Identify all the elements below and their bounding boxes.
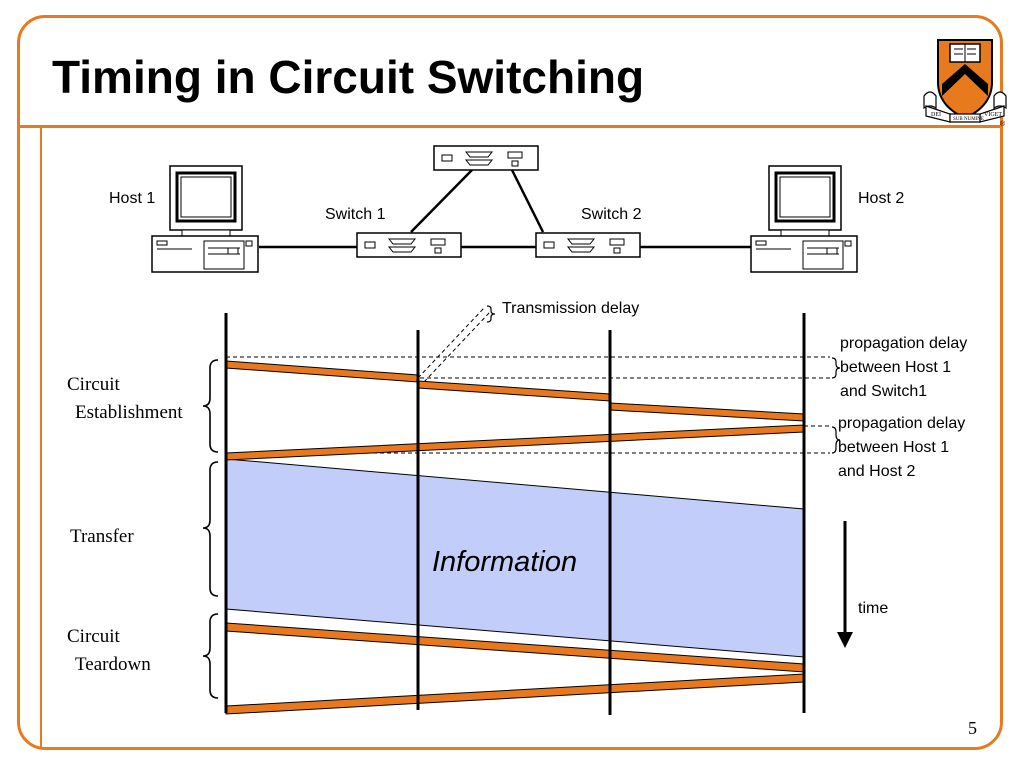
prop-delay-switch-label: propagation delay between Host 1 and Swi…: [840, 335, 972, 400]
side-divider: [40, 128, 42, 748]
university-shield-logo: DEI SUB NUMINE VIGET ®: [923, 39, 1007, 126]
phase-braces: [202, 359, 219, 699]
teardown-label: Circuit Teardown: [67, 626, 151, 675]
delay-braces: [486, 305, 841, 454]
logo-registered-mark: ®: [1000, 120, 1006, 126]
setup-band-switch1-switch2: [417, 380, 611, 402]
switch2-label: Switch 2: [581, 206, 642, 223]
transmission-delay-brace: [486, 305, 496, 323]
time-arrow-head: [837, 632, 853, 648]
host2-label: Host 2: [858, 190, 904, 207]
page-number: 5: [968, 718, 977, 738]
top-switch-icon: [433, 145, 539, 171]
host1-label: Host 1: [109, 190, 155, 207]
host2-computer-icon: [749, 164, 859, 274]
prop-delay-host-label: propagation delay between Host 1 and Hos…: [838, 415, 970, 480]
logo-motto-center: SUB NUMINE: [953, 117, 984, 122]
transfer-brace: [202, 461, 219, 597]
link-switch3-switch2: [510, 169, 545, 233]
host-delay-brace: [831, 426, 841, 454]
logo-motto-left: DEI: [931, 112, 941, 118]
switch2-icon: [535, 232, 641, 258]
link-switch3-switch1: [410, 169, 473, 233]
time-label: time: [858, 600, 888, 617]
switch1-icon: [356, 232, 462, 258]
network-topology: Host 1 Host 2 Switch 1 Switch 2: [109, 145, 904, 274]
switch-delay-brace: [831, 357, 841, 379]
teardown-brace: [202, 613, 219, 699]
setup-band-host1-switch1: [225, 360, 419, 383]
time-arrow: [837, 521, 853, 648]
establishment-brace: [202, 359, 219, 453]
node-timelines: [224, 313, 806, 715]
transfer-label: Transfer: [70, 526, 134, 547]
ack-band: [225, 424, 805, 461]
slide-title: Timing in Circuit Switching: [52, 51, 645, 103]
title-divider: [19, 125, 1001, 128]
logo-motto-right: VIGET: [984, 112, 1002, 118]
teardown-ack-band: [225, 673, 805, 715]
transmission-delay-label: Transmission delay: [502, 300, 639, 317]
setup-band-switch2-host2: [609, 402, 805, 422]
host1-computer-icon: [150, 164, 260, 274]
slide-frame: [17, 15, 1003, 750]
switch1-label: Switch 1: [325, 206, 386, 223]
information-label: Information: [432, 546, 577, 578]
establishment-label: Circuit Establishment: [67, 374, 183, 423]
